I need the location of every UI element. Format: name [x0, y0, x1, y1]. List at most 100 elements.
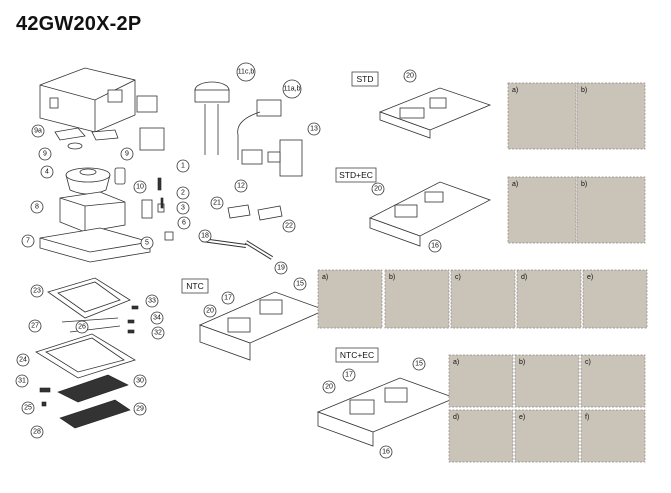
callout-15-ntc: 15 — [293, 277, 307, 291]
photo-ntc-c: c) — [450, 269, 516, 329]
callout-17-ntcec: 17 — [342, 368, 356, 382]
callout-9a: 9a — [31, 124, 45, 138]
callout-1: 1 — [176, 159, 190, 173]
photo-std-b: b) — [576, 82, 646, 150]
callout-9-right: 9 — [120, 147, 134, 161]
callout-9-left: 9 — [38, 147, 52, 161]
callout-text: 7 — [26, 238, 30, 245]
pcb-std — [378, 87, 492, 139]
callout-text: 10 — [136, 184, 144, 191]
callout-text: 21 — [213, 200, 221, 207]
motor — [114, 167, 126, 185]
callout-2: 2 — [176, 186, 190, 200]
photo-std-ec-a: a) — [507, 176, 577, 244]
callout-text: 28 — [33, 429, 41, 436]
callout-11ab: 11a,b — [282, 79, 302, 99]
photo-ntc-a: a) — [317, 269, 383, 329]
drain-hoses — [201, 238, 274, 260]
callout-text: 5 — [145, 240, 149, 247]
callout-5: 5 — [140, 236, 154, 250]
photo-label: c) — [585, 359, 591, 366]
callout-4: 4 — [40, 165, 54, 179]
callout-text: 1 — [181, 163, 185, 170]
callout-27: 27 — [28, 319, 42, 333]
label-ntc-ec: NTC+EC — [335, 347, 379, 363]
label-std-ec: STD+EC — [335, 167, 377, 183]
callout-13: 13 — [307, 122, 321, 136]
callout-text: 9 — [125, 151, 129, 158]
page-title: 42GW20X-2P — [16, 13, 142, 35]
label-std: STD — [351, 71, 379, 87]
callout-34: 34 — [150, 311, 164, 325]
callout-3: 3 — [176, 201, 190, 215]
callout-28: 28 — [30, 425, 44, 439]
callout-text: 11a,b — [284, 86, 301, 93]
photo-ntc-ec-b: b) — [514, 354, 580, 408]
callout-text: 18 — [201, 233, 209, 240]
control-box — [136, 95, 165, 151]
callout-text: 11c,b — [238, 69, 255, 76]
callout-text: 27 — [31, 323, 39, 330]
callout-15-ntcec: 15 — [412, 357, 426, 371]
photo-label: c) — [455, 274, 461, 281]
callout-text: 31 — [18, 378, 26, 385]
callout-10: 10 — [133, 180, 147, 194]
callout-text: 15 — [415, 361, 423, 368]
photo-label: b) — [581, 181, 587, 188]
callout-text: 16 — [431, 243, 439, 250]
callout-11cb: 11c,b — [236, 62, 256, 82]
callout-text: 24 — [19, 357, 27, 364]
callout-26: 26 — [75, 320, 89, 334]
callout-text: 23 — [33, 288, 41, 295]
valve-actuators — [194, 81, 282, 160]
photo-label: a) — [322, 274, 328, 281]
drain-pan-parts — [54, 127, 119, 150]
callout-text: 26 — [78, 324, 86, 331]
callout-32: 32 — [151, 326, 165, 340]
callout-20-ntc: 20 — [203, 304, 217, 318]
photo-ntc-ec-d: d) — [448, 409, 514, 463]
photo-std-ec-b: b) — [576, 176, 646, 244]
callout-20-ntcec: 20 — [322, 380, 336, 394]
callout-text: 17 — [224, 295, 232, 302]
sensor-clips — [227, 204, 283, 221]
photo-ntc-b: b) — [384, 269, 450, 329]
label-ntc-ec-text: NTC+EC — [340, 350, 374, 360]
label-std-ec-text: STD+EC — [339, 170, 373, 180]
callout-30: 30 — [133, 374, 147, 388]
callout-text: 15 — [296, 281, 304, 288]
callout-text: 2 — [181, 190, 185, 197]
callout-text: 6 — [182, 220, 186, 227]
callout-31: 31 — [15, 374, 29, 388]
photo-label: e) — [519, 414, 525, 421]
unit-housing — [39, 67, 136, 133]
pcb-ntc — [198, 291, 327, 361]
photo-ntc-d: d) — [516, 269, 582, 329]
callout-text: 20 — [406, 73, 414, 80]
photo-std-a: a) — [507, 82, 577, 150]
callout-24: 24 — [16, 353, 30, 367]
callout-text: 17 — [345, 372, 353, 379]
callout-8: 8 — [30, 200, 44, 214]
callout-16-ntcec: 16 — [379, 445, 393, 459]
callout-text: 32 — [154, 330, 162, 337]
callout-20-stdec: 20 — [371, 182, 385, 196]
callout-text: 4 — [45, 169, 49, 176]
pcb-std-ec — [368, 181, 492, 247]
callout-text: 33 — [148, 298, 156, 305]
photo-label: b) — [389, 274, 395, 281]
valve-bodies — [241, 139, 303, 177]
label-std-text: STD — [357, 74, 374, 84]
photo-label: a) — [512, 181, 518, 188]
callout-23: 23 — [30, 284, 44, 298]
bottom-frame — [39, 227, 151, 263]
callout-29: 29 — [133, 402, 147, 416]
callout-text: 25 — [24, 405, 32, 412]
callout-text: 3 — [181, 205, 185, 212]
callout-text: 13 — [310, 126, 318, 133]
photo-ntc-e: e) — [582, 269, 648, 329]
photo-label: d) — [453, 414, 459, 421]
label-ntc: NTC — [181, 278, 209, 294]
callout-text: 20 — [325, 384, 333, 391]
